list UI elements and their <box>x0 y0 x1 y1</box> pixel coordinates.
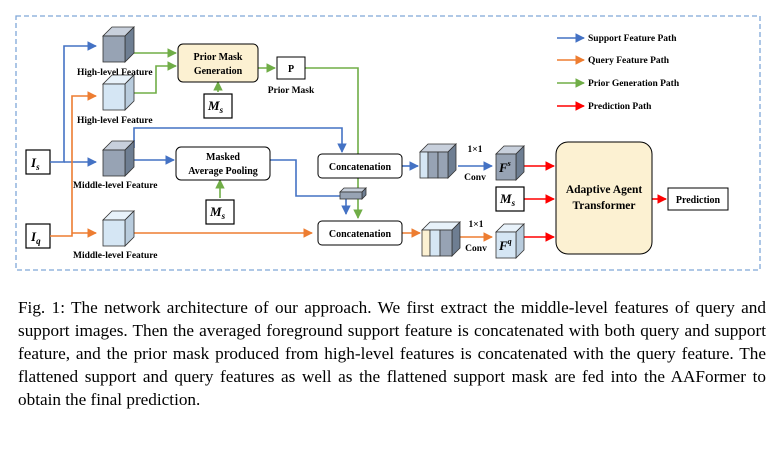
masked-average-pooling-box: Masked Average Pooling <box>175 146 271 181</box>
concatenated-query-feature <box>421 221 461 257</box>
prior-generation-paths <box>134 48 363 219</box>
conv-support-label: Conv <box>464 173 486 183</box>
query-image-input: Iq <box>25 223 51 249</box>
svg-text:Concatenation: Concatenation <box>329 162 392 173</box>
svg-text:Transformer: Transformer <box>572 200 635 212</box>
svg-text:Prediction: Prediction <box>676 195 721 206</box>
middle-level-feature-cube-query <box>102 210 135 247</box>
svg-text:Iq: Iq <box>30 229 41 246</box>
figure-frame <box>15 15 761 271</box>
figure-caption: Fig. 1: The network architecture of our … <box>18 298 766 409</box>
adaptive-agent-transformer-box: Adaptive Agent Transformer <box>555 141 653 255</box>
query-feature-fq: Fq <box>495 223 525 259</box>
svg-text:Ms: Ms <box>207 98 224 115</box>
averaged-support-vector <box>339 187 367 200</box>
support-mask-input-mid: Ms <box>205 199 235 225</box>
svg-text:Prior Mask: Prior Mask <box>194 52 243 63</box>
conv-query-label-kernel: 1×1 <box>469 220 484 230</box>
legend-label-prior: Prior Generation Path <box>588 79 680 89</box>
svg-text:P: P <box>288 64 294 75</box>
legend-label-query: Query Feature Path <box>588 56 670 66</box>
middle-level-feature-label-query: Middle-level Feature <box>73 251 158 261</box>
svg-text:Concatenation: Concatenation <box>329 229 392 240</box>
high-level-feature-cube-2 <box>102 74 135 111</box>
svg-text:Ms: Ms <box>209 204 226 221</box>
prior-mask-generation-box: Prior Mask Generation <box>177 43 259 83</box>
high-level-feature-label-2: High-level Feature <box>77 116 153 126</box>
svg-text:Average Pooling: Average Pooling <box>188 166 258 177</box>
legend: Support Feature Path Query Feature Path … <box>557 33 680 112</box>
svg-text:Ms: Ms <box>499 191 516 208</box>
prior-mask-label: Prior Mask <box>268 86 315 96</box>
prediction-box: Prediction <box>667 187 729 211</box>
support-mask-input-top: Ms <box>203 93 233 119</box>
architecture-diagram: Support Feature Path Query Feature Path … <box>15 15 761 271</box>
svg-text:Generation: Generation <box>194 66 243 77</box>
svg-text:Adaptive Agent: Adaptive Agent <box>566 184 643 196</box>
support-mask-input-right: Ms <box>495 186 525 212</box>
middle-level-feature-label-support: Middle-level Feature <box>73 181 158 191</box>
high-level-feature-label-1: High-level Feature <box>77 68 153 78</box>
svg-text:Fq: Fq <box>498 237 512 253</box>
concatenation-support-box: Concatenation <box>317 153 403 179</box>
svg-text:Is: Is <box>30 155 40 172</box>
concatenation-query-box: Concatenation <box>317 220 403 246</box>
conv-query-label: Conv <box>465 244 487 254</box>
svg-text:Fs: Fs <box>498 159 511 175</box>
legend-label-prediction: Prediction Path <box>588 102 652 112</box>
middle-level-feature-cube-support <box>102 140 135 177</box>
prior-box: P <box>276 56 306 80</box>
high-level-feature-cube-1 <box>102 26 135 63</box>
support-image-input: Is <box>25 149 51 175</box>
svg-text:Masked: Masked <box>206 152 240 163</box>
legend-label-support: Support Feature Path <box>588 34 677 44</box>
concatenated-support-feature <box>419 143 457 179</box>
query-feature-paths <box>50 91 493 242</box>
prediction-paths <box>524 161 667 242</box>
conv-support-label-kernel: 1×1 <box>468 145 483 155</box>
support-feature-paths <box>50 41 493 215</box>
support-feature-fs: Fs <box>495 145 525 181</box>
